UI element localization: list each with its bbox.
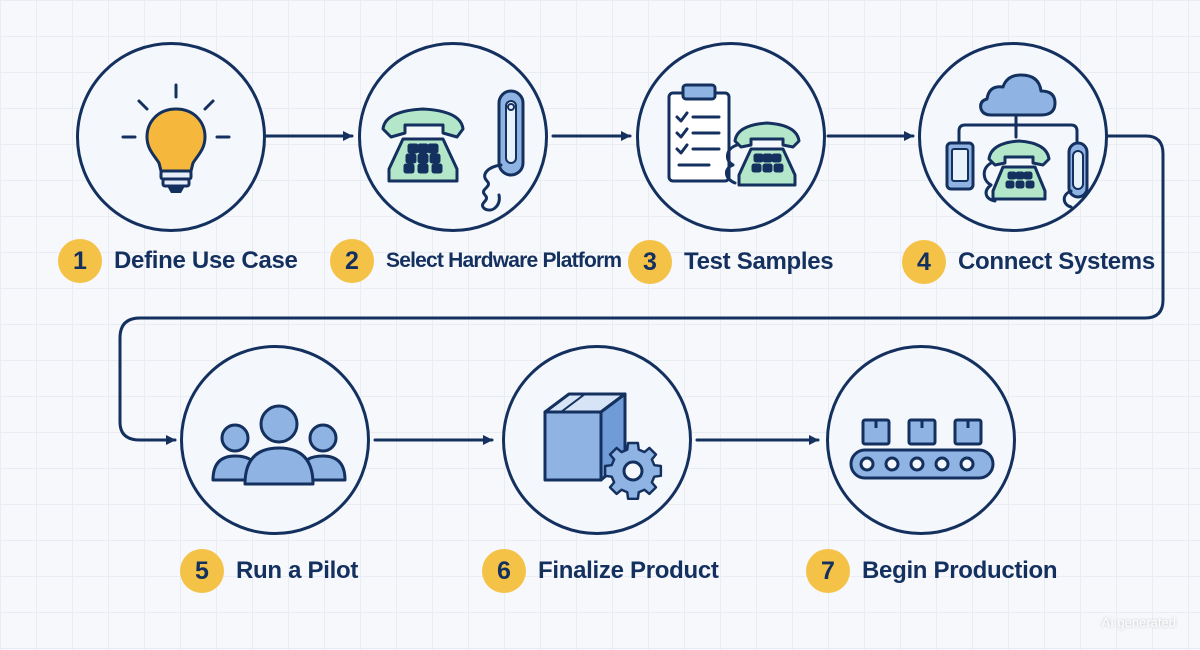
step-6-circle [502,345,692,535]
desk-phone-and-handset-icon [381,89,525,212]
step-3-circle [636,42,826,232]
step-3-title: Test Samples [684,248,834,275]
step-7-title: Begin Production [862,557,1058,584]
cloud-network-devices-icon [945,73,1089,209]
checklist-and-phone-icon [667,83,801,187]
step-7-number-badge: 7 [806,549,850,593]
step-1-circle [76,42,266,232]
step-7-label: 7 Begin Production [806,549,1058,593]
step-6-label: 6 Finalize Product [482,549,719,593]
step-5-number-badge: 5 [180,549,224,593]
step-1-title: Define Use Case [114,247,298,274]
step-2-number-badge: 2 [330,239,374,283]
ai-generated-watermark: AI generated [1101,615,1176,630]
conveyor-belt-icon [849,418,995,480]
step-6-title: Finalize Product [538,557,719,584]
lightbulb-icon [121,83,231,193]
step-4-number-badge: 4 [902,240,946,284]
step-5-label: 5 Run a Pilot [180,549,358,593]
step-3-number-badge: 3 [628,240,672,284]
step-2-title: Select Hardware Platform [386,249,622,272]
step-4-title: Connect Systems [958,248,1155,275]
step-5-circle [180,345,370,535]
step-4-label: 4 Connect Systems [902,240,1155,284]
step-6-number-badge: 6 [482,549,526,593]
box-and-gear-icon [543,392,663,501]
step-7-circle [826,345,1016,535]
step-2-circle [358,42,548,232]
step-2-label: 2 Select Hardware Platform [330,239,622,283]
user-group-icon [211,404,347,486]
step-3-label: 3 Test Samples [628,240,834,284]
step-1-label: 1 Define Use Case [58,239,298,283]
step-1-number-badge: 1 [58,239,102,283]
step-5-title: Run a Pilot [236,557,359,584]
step-4-circle [918,42,1108,232]
arrow-4-to-5 [118,134,1165,445]
